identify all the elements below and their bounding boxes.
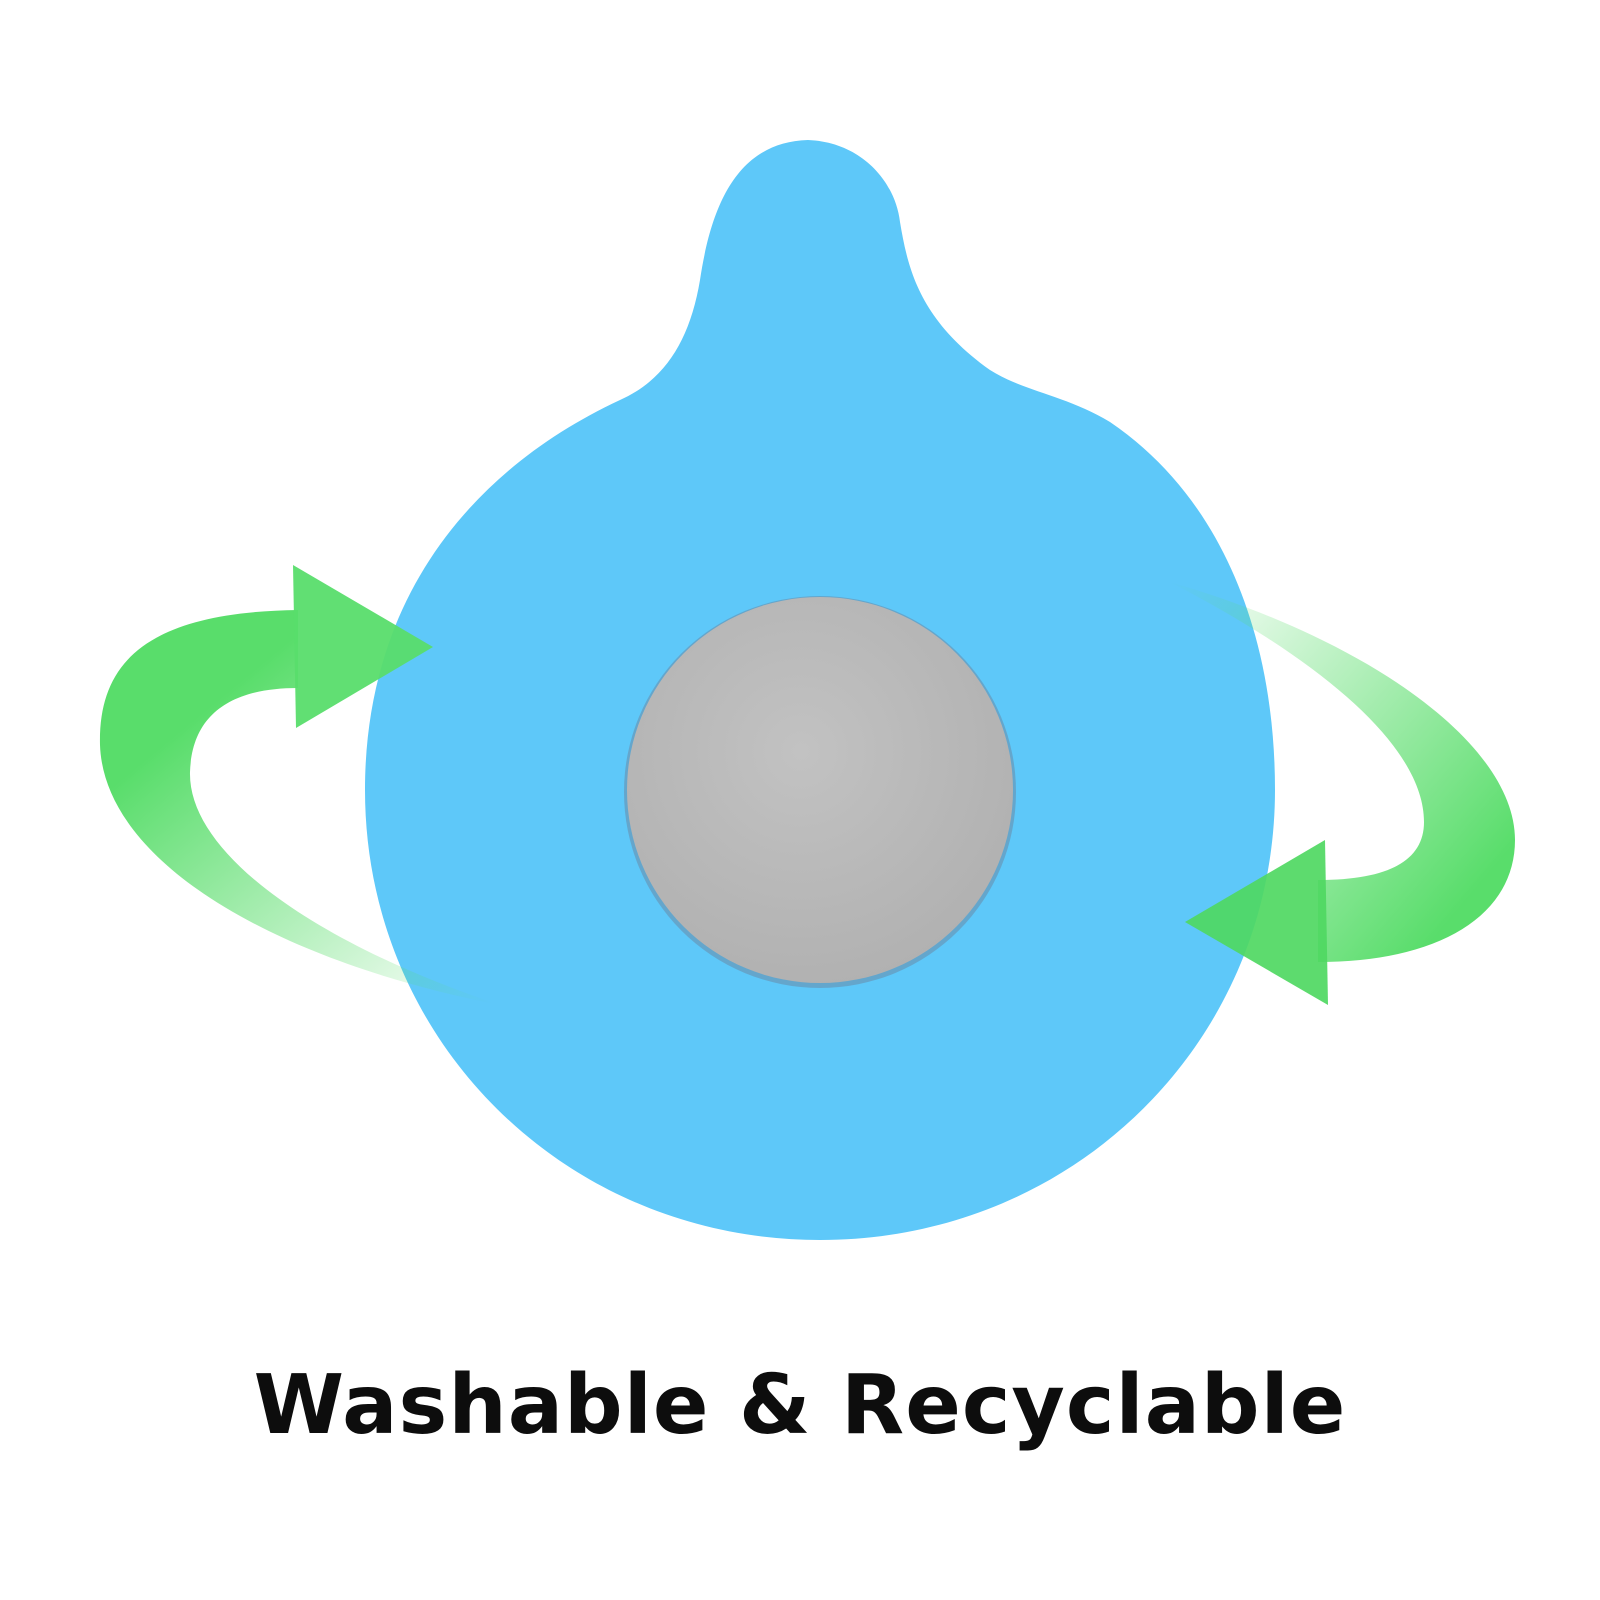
rotate-arrow-right-icon <box>1170 582 1515 1005</box>
right-arrow-head <box>1185 840 1328 1005</box>
right-arrow-band <box>1170 582 1515 962</box>
rotate-arrow-left-icon <box>99 565 501 1005</box>
left-arrow-head <box>293 565 433 728</box>
left-arrow-band <box>99 610 501 1005</box>
silicone-drain-stopper-icon <box>365 140 1275 1240</box>
caption-title: Washable & Recyclable <box>253 1358 1347 1453</box>
